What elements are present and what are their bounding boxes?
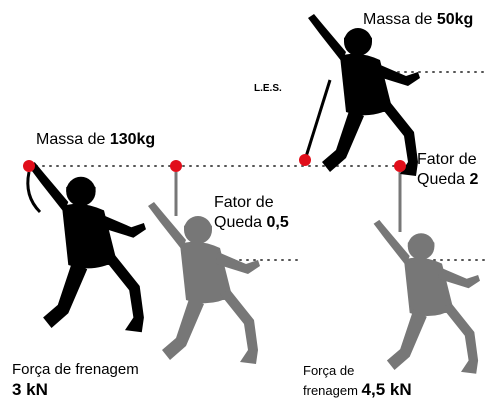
climber-silhouette-130kg [28,162,146,333]
energy-absorber-line [303,79,332,161]
les-label: L.E.S. [254,83,282,94]
braking-force-label-left: Força de frenagem 3 kN [12,361,139,399]
mass-label-130kg: Massa de 130kg [36,131,156,148]
anchor-icon [299,154,311,166]
lanyard-left [26,171,42,214]
fall-factor-label-half: Fator de Queda 0,5 [214,194,289,231]
anchor-icon [170,160,182,172]
climber-silhouette-fall-two [373,219,480,374]
anchor-icon [23,160,35,172]
fall-factor-label-two: Fator de Queda 2 [417,151,479,188]
braking-force-label-right: Força de frenagem 4,5 kN [303,363,412,399]
anchor-icon [394,160,406,172]
mass-label-50kg: Massa de 50kg [363,11,474,28]
